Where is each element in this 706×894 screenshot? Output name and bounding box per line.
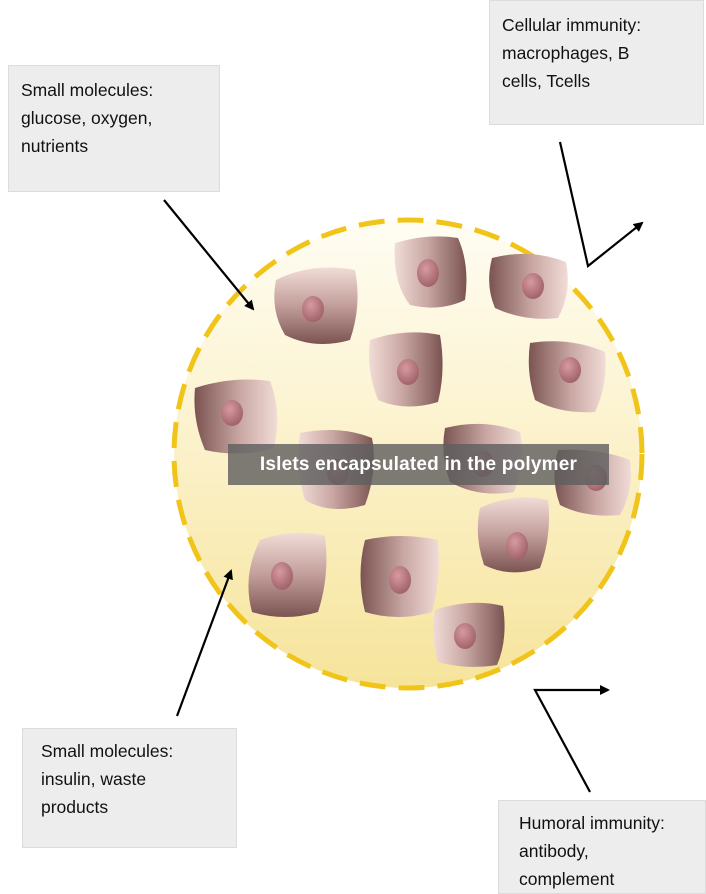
islet-cell <box>361 536 440 617</box>
cell-nucleus <box>271 562 293 590</box>
label-small-molecules-in: Small molecules: glucose, oxygen, nutrie… <box>8 65 220 192</box>
cell-nucleus <box>397 359 419 385</box>
cell-nucleus <box>506 532 528 560</box>
islet-cell <box>433 603 504 667</box>
arrow-cellular-immunity <box>560 142 642 266</box>
islet-cell <box>369 332 443 406</box>
islet-cell <box>489 254 568 319</box>
islet-cell <box>274 268 357 344</box>
islet-cell <box>478 497 549 572</box>
islet-cell <box>529 341 606 412</box>
arrow-small-molecules-in <box>164 200 253 309</box>
label-humoral-immunity: Humoral immunity: antibody, complement <box>498 800 706 894</box>
arrow-humoral-immunity <box>535 690 608 792</box>
cell-nucleus <box>302 296 324 322</box>
cell-nucleus <box>522 273 544 299</box>
label-cellular-immunity: Cellular immunity: macrophages, B cells,… <box>489 0 704 125</box>
label-small-molecules-out: Small molecules: insulin, waste products <box>22 728 237 848</box>
islet-cell <box>248 533 326 617</box>
cell-nucleus <box>221 400 243 426</box>
center-label: Islets encapsulated in the polymer <box>228 444 609 485</box>
cell-nucleus <box>454 623 476 649</box>
cell-nucleus <box>559 357 581 383</box>
islet-cell <box>194 380 277 454</box>
islet-cell <box>395 236 467 307</box>
cell-nucleus <box>389 566 411 594</box>
arrow-small-molecules-out <box>177 571 231 716</box>
cell-nucleus <box>417 259 439 287</box>
